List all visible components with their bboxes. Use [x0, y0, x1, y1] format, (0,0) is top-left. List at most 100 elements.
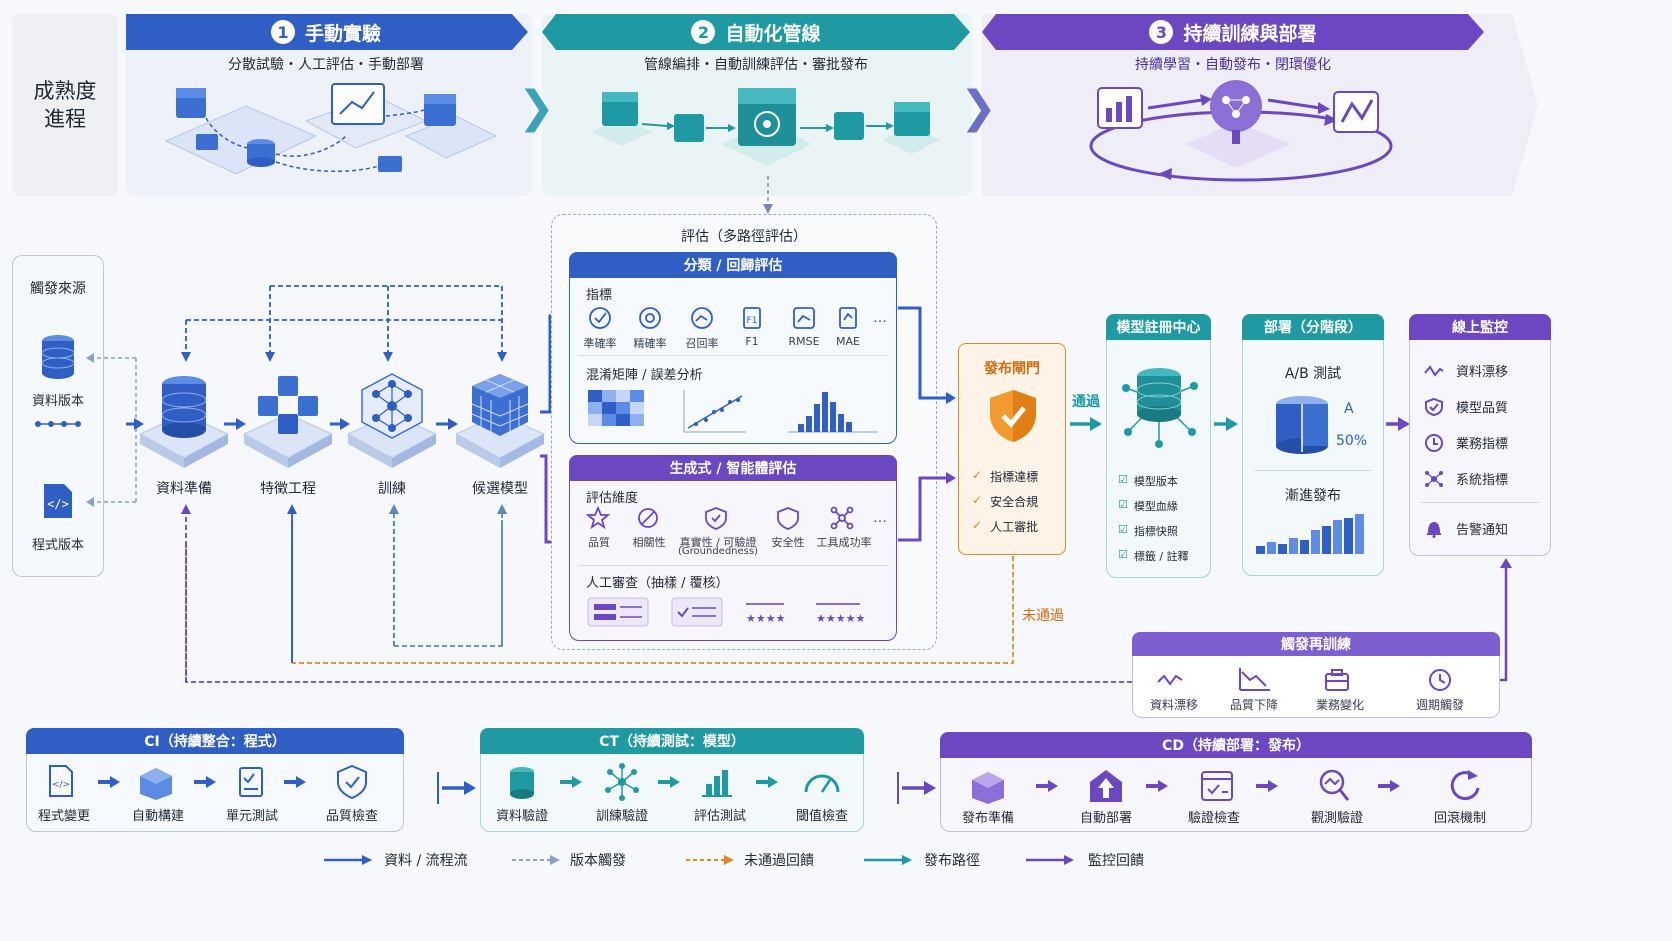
monitor-item: 業務指標	[1424, 433, 1508, 452]
version-trigger-arrows	[86, 353, 137, 507]
gate-pass-label: 通過	[1072, 394, 1100, 410]
legend-swatch-monitor-feedback	[1026, 855, 1074, 865]
metrics-label: 指標	[586, 288, 613, 303]
ct-header: CT（持續測試：模型）	[480, 728, 864, 754]
human-review-label: 人工審查（抽樣 / 覆核）	[586, 576, 729, 591]
retrain-trigger-label: 週期觸發	[1415, 698, 1464, 712]
metric-recall: 召回率	[685, 337, 719, 350]
ct-step-icons	[510, 763, 840, 801]
ab-variant-a: A	[1344, 401, 1354, 417]
classreg-eval-header: 分類 / 回歸評估	[569, 252, 897, 278]
monitor-item: 系統指標	[1424, 469, 1508, 488]
cd-step-label: 自動部署	[1079, 811, 1132, 826]
dimension-icons: …	[585, 505, 887, 530]
metric-accuracy: 準確率	[583, 337, 617, 350]
legend-label: 未通過回饋	[744, 853, 814, 869]
release-gate-title: 發布閘門	[984, 361, 1040, 377]
checkbox-icon: ☑	[1118, 498, 1128, 511]
feature-engineering-icon	[242, 376, 334, 468]
genai-divider	[578, 565, 888, 566]
monitor-divider	[1420, 502, 1540, 503]
legend-swatch-release-path	[864, 855, 912, 865]
stage-3-title: 持續訓練與部署	[1183, 22, 1317, 45]
monitor-item-label: 模型品質	[1456, 401, 1509, 416]
registry-database-icon	[1122, 368, 1198, 448]
ct-step-label: 訓練驗證	[595, 809, 648, 824]
continuous-training-illustration	[1089, 80, 1393, 182]
stage-1-title: 手動實驗	[304, 22, 381, 45]
dim-safety: 安全性	[771, 536, 805, 549]
manual-experiment-illustration	[164, 83, 498, 175]
legend-swatch-version-trigger	[512, 855, 560, 865]
legend-label: 發布路徑	[924, 853, 980, 869]
legend-label: 資料 / 流程流	[384, 853, 468, 869]
ct-step-label: 評估測試	[693, 809, 746, 824]
retrain-trigger-icons	[1157, 668, 1451, 691]
stage-2-title: 自動化管線	[725, 22, 821, 45]
system-metric-icon	[1425, 470, 1443, 487]
stage-3-ribbon: 3 持續訓練與部署	[982, 14, 1484, 50]
stage-1-ribbon-bg	[126, 14, 528, 50]
retrain-trigger-label: 業務變化	[1315, 698, 1364, 712]
registry-item: ☑標籤 / 註釋	[1118, 548, 1189, 564]
stage-3-number: 3	[1149, 20, 1174, 44]
registry-item: ☑模型版本	[1118, 473, 1178, 489]
drift-icon	[1424, 364, 1444, 377]
monitor-item: 模型品質	[1424, 397, 1508, 416]
training-network-icon	[346, 373, 438, 468]
ab-split-chart	[1276, 396, 1328, 454]
check-icon: ✓	[972, 493, 983, 507]
eval-to-gate-arrows	[898, 306, 956, 542]
trigger-sources-title: 觸發來源	[30, 281, 86, 297]
dim-quality: 品質	[588, 536, 610, 549]
cd-step-label: 驗證檢查	[1187, 811, 1240, 826]
monitor-item: 資料漂移	[1424, 361, 1508, 380]
legend-label: 版本觸發	[570, 853, 626, 869]
progressive-rollout-bars	[1256, 514, 1364, 554]
stage-chevron-icon: ❯	[518, 82, 555, 133]
cd-step-label: 發布準備	[961, 811, 1014, 826]
svg-text:F1: F1	[747, 316, 758, 326]
legend: 資料 / 流程流 版本觸發 未通過回饋 發布路徑 監控回饋	[324, 850, 1524, 872]
check-icon: ✓	[972, 518, 983, 532]
stage-1-number: 1	[270, 20, 295, 44]
ci-step-label: 自動構建	[131, 809, 184, 824]
bell-icon	[1427, 522, 1441, 538]
svg-text:</>: </>	[47, 497, 69, 511]
maturity-line-1: 成熟度	[33, 79, 97, 103]
shield-check-icon	[990, 390, 1036, 442]
gate-check-item: ✓指標達標	[972, 468, 1038, 485]
svg-text:</>: </>	[52, 780, 70, 790]
svg-text:★★★★★: ★★★★★	[816, 612, 865, 625]
genai-eval-header: 生成式 / 智能體評估	[569, 455, 897, 481]
stage-2-subtitle: 管線編排・自動訓練評估・審批發布	[644, 57, 868, 73]
monitor-item-label: 業務指標	[1456, 437, 1509, 452]
pipeline-step-label: 資料準備	[156, 481, 212, 497]
svg-text:★★★★: ★★★★	[746, 612, 786, 625]
check-icon: ✓	[972, 468, 983, 482]
dims-label: 評估維度	[586, 491, 639, 506]
metric-f1: F1	[745, 335, 759, 348]
ab-percent: 50%	[1336, 433, 1368, 449]
gate-check-item: ✓人工審批	[972, 518, 1038, 535]
gate-fail-label: 未通過	[1022, 608, 1064, 624]
trigger-code-version: 程式版本	[31, 538, 84, 553]
confusion-charts	[588, 390, 878, 433]
dim-groundedness: 真實性 / 可驗證	[679, 536, 757, 549]
cd-header: CD（持續部署：發布）	[940, 732, 1532, 758]
ci-header: CI（持續整合：程式）	[26, 728, 404, 754]
registry-item: ☑模型血緣	[1118, 498, 1178, 514]
stage-3-subtitle: 持續學習・自動發布・閉環優化	[1135, 57, 1331, 73]
svg-text:…: …	[873, 510, 887, 526]
retrain-trigger-label: 品質下降	[1229, 698, 1278, 712]
monitor-item-label: 資料漂移	[1456, 365, 1509, 380]
cd-step-icons	[972, 769, 1480, 804]
classreg-divider	[578, 355, 888, 356]
legend-swatch-fail-feedback	[686, 855, 734, 865]
progressive-rollout-label: 漸進發布	[1285, 488, 1341, 504]
metric-rmse: RMSE	[788, 335, 820, 348]
ct-step-label: 資料驗證	[495, 809, 548, 824]
monitor-item-label: 系統指標	[1456, 473, 1509, 488]
stage-2-ribbon-bg	[542, 14, 970, 50]
code-file-icon: </>	[44, 484, 72, 518]
